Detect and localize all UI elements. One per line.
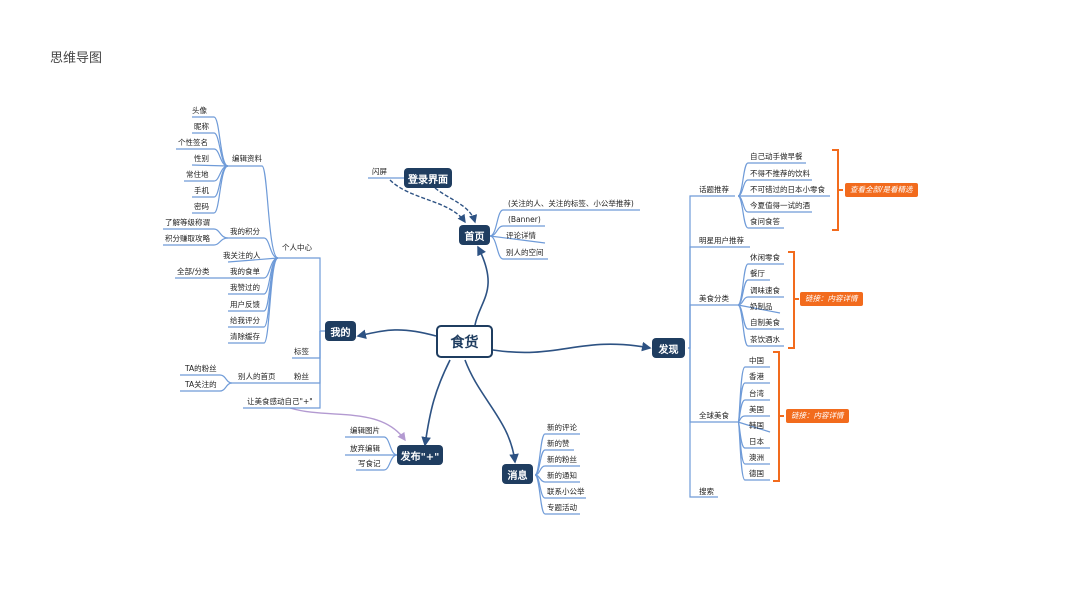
publish-item: 放弃编辑 [350, 444, 380, 453]
topic-item: 不得不推荐的饮料 [750, 169, 810, 178]
edit-profile-item: 个性签名 [178, 138, 208, 147]
edit-profile-item: 常住地 [186, 170, 209, 179]
category-item: 奶制品 [750, 302, 773, 311]
edit-profile-item: 头像 [192, 106, 207, 115]
edge-root-mine [356, 329, 437, 339]
message-item: 专题活动 [547, 503, 577, 512]
mine-item: 用户反馈 [230, 300, 260, 309]
topic-item: 自己动手做早餐 [750, 152, 803, 161]
message-item: 新的赞 [547, 439, 570, 448]
message-item: 新的评论 [547, 423, 577, 432]
my-menu-item: 全部/分类 [177, 267, 210, 276]
node-discover[interactable]: 发现 [652, 338, 685, 358]
my-points-label: 我的积分 [230, 227, 260, 236]
global-item: 香港 [749, 372, 764, 381]
others-home-item: TA关注的 [185, 380, 217, 389]
home-item: (关注的人、关注的标签、小公举推荐) [508, 199, 634, 208]
home-item: (Banner) [508, 215, 541, 224]
global-food-label: 全球美食 [699, 411, 729, 420]
topic-item: 食问食答 [750, 217, 780, 226]
bracket-global [773, 351, 784, 482]
edit-profile-item: 密码 [194, 202, 209, 211]
edge-root-messages [464, 359, 519, 464]
bracket-category [788, 251, 799, 349]
publish-item: 编辑图片 [350, 426, 380, 435]
global-item: 中国 [749, 356, 764, 365]
message-item: 新的粉丝 [547, 455, 577, 464]
root-node[interactable]: 食货 [436, 325, 493, 358]
topic-item: 不可错过的日本小零食 [750, 185, 825, 194]
category-item: 休闲零食 [750, 253, 780, 262]
category-item: 自制美食 [750, 318, 780, 327]
personal-center-label: 个人中心 [282, 243, 312, 252]
mine-item: 给我评分 [230, 316, 260, 325]
relation-let-food-publish [289, 407, 406, 442]
node-publish[interactable]: 发布"+" [397, 445, 443, 465]
star-users-label: 明星用户推荐 [699, 236, 744, 245]
message-item: 联系小公举 [547, 487, 585, 496]
edit-profile-item: 手机 [194, 186, 209, 195]
my-menu-label: 我的食单 [230, 267, 260, 276]
edge-login-home [434, 187, 478, 224]
tags-label: 标签 [294, 347, 309, 356]
fans-label: 粉丝 [294, 372, 309, 381]
message-item: 新的通知 [547, 471, 577, 480]
global-item: 美国 [749, 405, 764, 414]
others-home-label: 别人的首页 [238, 372, 276, 381]
others-home-item: TA的粉丝 [185, 364, 217, 373]
global-link-tag[interactable]: 链接：内容详情 [786, 409, 849, 423]
global-item: 台湾 [749, 389, 764, 398]
mine-item: 我赞过的 [230, 283, 260, 292]
global-item: 日本 [749, 437, 764, 446]
edge-root-publish [421, 359, 451, 447]
category-link-tag[interactable]: 链接：内容详情 [800, 292, 863, 306]
node-messages[interactable]: 消息 [502, 464, 533, 484]
splash-label: 闪屏 [372, 167, 387, 176]
food-category-label: 美食分类 [699, 294, 729, 303]
topics-label: 话题推荐 [699, 185, 729, 194]
my-points-item: 积分赚取攻略 [165, 234, 210, 243]
edit-profile-item: 昵称 [194, 122, 209, 131]
home-item: 评论详情 [506, 231, 536, 240]
edge-root-home [474, 245, 489, 326]
category-item: 茶饮酒水 [750, 335, 780, 344]
let-food-label: 让美食感动自己"+" [247, 397, 313, 406]
category-item: 调味速食 [750, 286, 780, 295]
bracket-topics [832, 149, 843, 231]
node-login[interactable]: 登录界面 [404, 168, 452, 188]
search-label: 搜索 [699, 487, 714, 496]
edge-splash-home [389, 179, 466, 224]
topics-link-tag[interactable]: 查看全部/是看精选 [845, 183, 918, 197]
edit-profile-label: 编辑资料 [232, 154, 262, 163]
my-points-item: 了解等级称谓 [165, 218, 210, 227]
topic-item: 今夏值得一试的酒 [750, 201, 810, 210]
edge-root-discover [492, 341, 652, 354]
global-item: 德国 [749, 469, 764, 478]
page-title: 思维导图 [50, 51, 103, 66]
node-mine[interactable]: 我的 [325, 321, 356, 341]
category-item: 餐厅 [750, 269, 765, 278]
followed-people-label: 我关注的人 [223, 251, 261, 260]
home-item: 别人的空间 [506, 248, 544, 257]
mine-item: 清除缓存 [230, 332, 260, 341]
global-item: 澳洲 [749, 453, 764, 462]
edit-profile-item: 性别 [194, 154, 209, 163]
node-home[interactable]: 首页 [459, 225, 490, 245]
global-item: 韩国 [749, 421, 764, 430]
publish-item: 写食记 [358, 459, 381, 468]
